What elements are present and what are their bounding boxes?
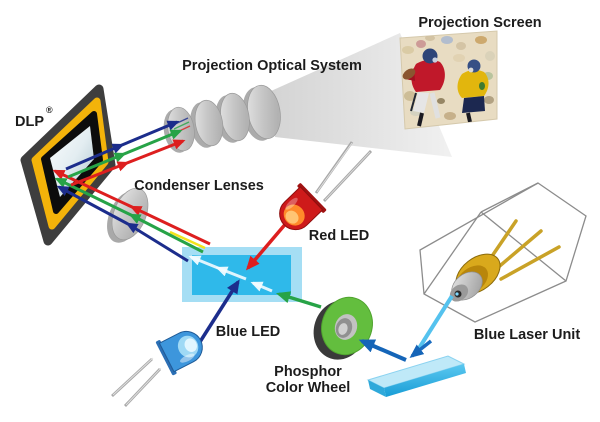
laser-diode [449, 219, 561, 302]
beam-bundle-dlp-to-lens [65, 120, 186, 187]
football-player-red [402, 48, 445, 127]
label-dlp: DLP [15, 114, 44, 130]
label-blue-led: Blue LED [216, 324, 280, 340]
fold-mirror [366, 355, 466, 397]
label-phosphor-line2: Color Wheel [266, 380, 351, 396]
beam-bundle-cube-to-dlp [52, 169, 211, 263]
beam-laser-to-mirror [409, 294, 454, 358]
label-projection-optical-system: Projection Optical System [182, 58, 362, 74]
football-player-yellow [457, 59, 489, 123]
beam-red-led-to-cube [245, 219, 290, 271]
red-led [279, 141, 373, 231]
phosphor-color-wheel [313, 296, 373, 360]
label-blue-laser-unit: Blue Laser Unit [474, 327, 581, 343]
label-phosphor-line1: Phosphor [274, 364, 342, 380]
white-arrows-inside-cube [188, 255, 273, 293]
lens-4 [242, 84, 281, 141]
blue-led [111, 330, 203, 407]
projection-screen-image [399, 30, 498, 130]
wireframe-box [419, 182, 587, 323]
label-projection-screen: Projection Screen [418, 15, 541, 31]
beam-mirror-to-wheel [358, 339, 407, 362]
blue-laser-unit [419, 182, 587, 323]
label-red-led: Red LED [309, 228, 369, 244]
beam-green-wheel-to-cube [275, 291, 322, 309]
lens-2 [190, 99, 224, 148]
beam-blue-led-to-cube [196, 279, 240, 346]
label-dlp-registered: ® [46, 105, 53, 115]
label-condenser-lenses: Condenser Lenses [134, 178, 264, 194]
